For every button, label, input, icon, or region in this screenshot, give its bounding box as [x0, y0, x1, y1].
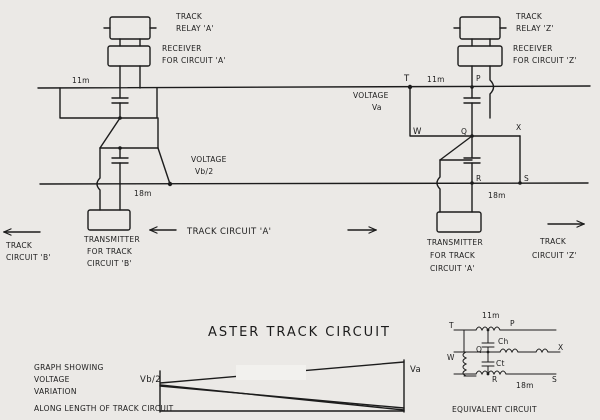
node-x-label: X [516, 123, 521, 132]
track-circuit-b-label-1: TRACK [5, 241, 33, 250]
node-r-label: R [476, 174, 482, 183]
graph-caption-4: ALONG LENGTH OF TRACK CIRCUIT [34, 404, 174, 413]
transmitter-a-label-2: FOR TRACK [430, 251, 476, 260]
rail-label-top-left: 11m [72, 76, 90, 85]
eq-w-label: W [447, 353, 455, 362]
relay-a-label-1: TRACK [175, 12, 203, 21]
voltage-graph [159, 359, 405, 413]
eq-x-label: X [558, 343, 563, 352]
graph-caption-1: GRAPH SHOWING [34, 363, 104, 372]
node-s-label: S [524, 174, 529, 183]
eq-ch-label: Ch [498, 337, 509, 346]
eq-ct-label: Ct [496, 359, 505, 368]
node-t-label: T [403, 74, 410, 84]
equivalent-circuit-label: EQUIVALENT CIRCUIT [452, 405, 537, 414]
eq-s-label: S [552, 375, 557, 384]
eq-r-label: R [492, 375, 498, 384]
track-circuit-a-label: TRACK CIRCUIT 'A' [186, 227, 271, 237]
graph-caption-3: VARIATION [34, 387, 77, 396]
node-w-label: W [413, 127, 422, 137]
voltage-b-label-1: VOLTAGE [191, 155, 227, 164]
top-rail [37, 85, 591, 89]
eq-top-rail-label: 11m [482, 311, 500, 320]
graph-vb-label: Vb/2 [140, 375, 161, 385]
rail-label-top-right: 11m [427, 75, 445, 84]
track-circuit-b-label-2: CIRCUIT 'B' [6, 253, 51, 262]
node-p-label: P [476, 74, 481, 83]
relay-z-label-2: RELAY 'Z' [516, 24, 554, 33]
eq-p-label: P [510, 319, 515, 328]
graph-va-label: Va [410, 365, 421, 375]
eq-q-label: Q [476, 345, 482, 354]
voltage-b-label-2: Vb/2 [195, 167, 213, 176]
track-circuit-z-label-2: CIRCUIT 'Z' [532, 251, 577, 260]
track-circuit-z-label-1: TRACK [539, 237, 567, 246]
voltage-a-label-1: VOLTAGE [353, 91, 389, 100]
receiver-z-label-2: FOR CIRCUIT 'Z' [513, 56, 577, 65]
eq-t-label: T [448, 321, 454, 330]
equivalent-circuit [453, 326, 561, 377]
relay-a-label-2: RELAY 'A' [176, 24, 214, 33]
node-q-label: Q [461, 127, 467, 136]
transmitter-b-label-3: CIRCUIT 'B' [87, 259, 132, 268]
bottom-rail [39, 182, 589, 185]
eq-bottom-rail-label: 18m [516, 381, 534, 390]
voltage-a-label-2: Va [372, 103, 382, 112]
graph-caption-2: VOLTAGE [34, 375, 70, 384]
receiver-a-label-1: RECEIVER [162, 44, 202, 53]
right-unit [407, 16, 522, 233]
transmitter-a-label-3: CIRCUIT 'A' [430, 264, 475, 273]
rail-label-bottom-left: 18m [134, 189, 152, 198]
transmitter-b-label-2: FOR TRACK [87, 247, 133, 256]
receiver-a-label-2: FOR CIRCUIT 'A' [162, 56, 226, 65]
receiver-a-box [107, 45, 151, 67]
receiver-z-box [457, 45, 503, 67]
left-unit [59, 16, 173, 231]
diagram-title: ASTER TRACK CIRCUIT [208, 325, 391, 340]
relay-z-label-1: TRACK [515, 12, 543, 21]
rail-label-bottom-right: 18m [488, 191, 506, 200]
transmitter-a-label-1: TRANSMITTER [426, 238, 483, 247]
receiver-z-label-1: RECEIVER [513, 44, 553, 53]
transmitter-b-label-1: TRANSMITTER [83, 235, 140, 244]
transmitter-b-box [87, 209, 131, 231]
transmitter-a-box [436, 211, 482, 233]
